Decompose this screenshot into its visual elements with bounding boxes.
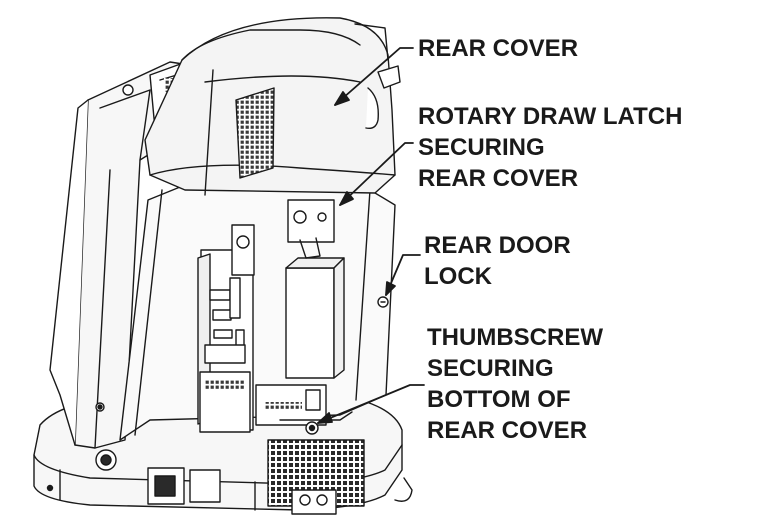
arrowhead-door-lock [385,281,396,296]
callout-door-lock-line-1: REAR DOOR [424,232,571,259]
leader-thumbscrew [317,384,425,424]
latch-tab [377,65,401,89]
leader-door-lock [385,254,421,296]
callout-thumbscrew-line-3: BOTTOM OF [427,386,571,413]
callout-thumbscrew-line-4: REAR COVER [427,417,588,444]
callout-rotary-draw-latch: ROTARY DRAW LATCH SECURING REAR COVER [418,101,682,194]
callout-rear-cover: REAR COVER [418,33,578,64]
arrowhead-latch [339,191,354,206]
cable-connector [291,489,337,515]
speaker-grille [235,87,275,179]
callout-latch-line-1: ROTARY DRAW LATCH [418,103,683,130]
callout-thumbscrew-line-1: THUMBSCREW [427,324,603,351]
arrowhead-thumbscrew [317,412,333,424]
callout-latch-line-3: REAR COVER [418,165,579,192]
arrowhead-rear-cover [334,91,350,106]
callout-rear-door-lock: REAR DOOR LOCK [424,230,571,292]
callout-door-lock-line-2: LOCK [424,263,492,290]
callout-rear-cover-line-1: REAR COVER [418,35,579,62]
internal-components [197,199,389,435]
callout-thumbscrew: THUMBSCREW SECURING BOTTOM OF REAR COVER [427,322,603,446]
top-right-cover-edge [354,23,389,61]
leader-lines [317,47,425,424]
rear-cover-dome [144,17,401,196]
leader-latch [339,142,414,206]
callout-thumbscrew-line-2: SECURING [427,355,554,382]
power-supply [285,267,335,379]
callout-latch-line-2: SECURING [418,134,545,161]
leader-rear-cover [334,47,414,106]
